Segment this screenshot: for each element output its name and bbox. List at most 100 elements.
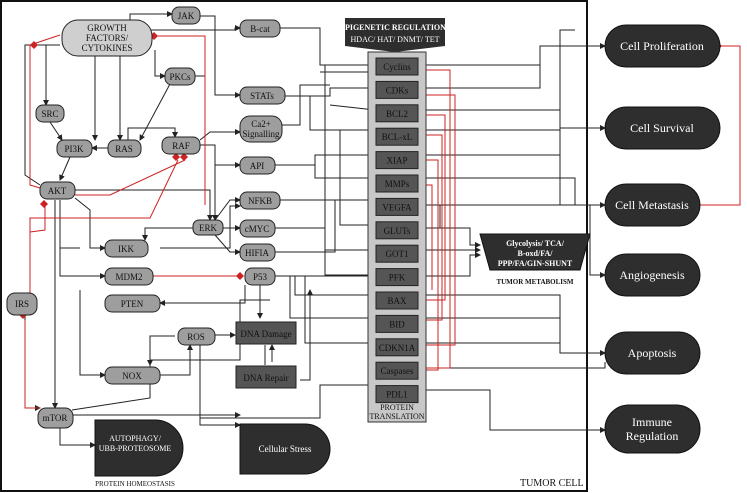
ikk-node [104, 239, 149, 258]
target-box-gluts [375, 221, 419, 240]
ras-node [107, 139, 142, 158]
akt-label: AKT [48, 186, 67, 196]
metabolism-line3: PPP/FA/GIN-SHUNT [498, 259, 573, 268]
metabolism-line1: Glycolysis/ TCA/ [506, 239, 565, 248]
epigenetic-title: EPIGENETIC REGULATIONS [340, 23, 451, 32]
pi3k-node [56, 139, 93, 158]
cmyc-label: cMYC [245, 224, 270, 234]
target-label: CDKs [386, 85, 409, 95]
target-label: MMPs [385, 179, 410, 189]
target-box-pdl1 [375, 385, 419, 404]
ap1-node [239, 156, 276, 175]
inhibition-diamond [180, 153, 188, 161]
calcium-line2: Signalling [242, 129, 280, 139]
target-label: GLUTs [384, 226, 411, 236]
src-label: SRC [41, 109, 58, 119]
inhibition-diamond [40, 200, 48, 208]
cell-proliferation-label: Cell Proliferation [620, 39, 704, 53]
cellular-stress-node [239, 423, 331, 475]
bcat-label: B-cat [250, 24, 270, 34]
calcium-line1: Ca2+ [251, 119, 271, 129]
autophagy-node [94, 419, 184, 477]
target-label: Caspases [381, 366, 414, 376]
target-label: BCL-xL [382, 132, 413, 142]
hif1a-node [239, 243, 276, 262]
target-box-cdkn1a [375, 338, 419, 357]
target-label: GOT1 [386, 249, 409, 259]
bcat-node [239, 19, 281, 38]
ras-label: RAS [115, 144, 133, 154]
dna-damage-node [235, 321, 297, 345]
target-label: XIAP [386, 156, 407, 166]
tumor-cell-label: TUMOR CELL [520, 478, 584, 489]
target-label: BCL2 [386, 109, 408, 119]
target-box-got1 [375, 244, 419, 263]
protein-homeostasis-caption: PROTEIN HOMEOSTASIS [95, 480, 175, 488]
mdm2-label: MDM2 [115, 272, 142, 282]
nox-node [104, 366, 161, 385]
mtor-node [37, 407, 74, 429]
target-box-cdks [375, 80, 419, 99]
cell-metastasis-label: Cell Metastasis [615, 198, 689, 212]
target-box-xiap [375, 151, 419, 170]
target-label: PDL1 [386, 390, 408, 400]
p53-label: P53 [253, 272, 268, 282]
target-label: BAX [387, 296, 407, 306]
nfkb-node [239, 191, 281, 210]
cell-survival-label: Cell Survival [630, 121, 694, 135]
cell-metastasis-node [604, 183, 701, 227]
immune-line1: Immune [632, 415, 672, 429]
irs-label: IRS [15, 299, 29, 309]
calcium-signalling-node [239, 115, 283, 143]
erk-node [192, 219, 224, 236]
target-box-mmps [375, 174, 419, 193]
target-label: VEGFA [382, 202, 412, 212]
growth-factors-line3: CYTOKINES [82, 43, 133, 53]
jak-label: JAK [178, 11, 195, 21]
cellular-stress-label: Cellular Stress [259, 444, 312, 454]
epigenetic-banner [345, 18, 445, 52]
stats-node [239, 86, 286, 105]
inhibition-diamond [30, 41, 38, 49]
stats-label: STATs [250, 91, 274, 101]
target-box-caspases [375, 361, 419, 380]
ros-node [177, 327, 216, 346]
dna-damage-label: DNA Damage [240, 329, 291, 339]
cmyc-node [239, 219, 276, 238]
autophagy-line2: UBB-PROTEOSOME [99, 444, 172, 453]
translation-label-line1: PROTEIN [380, 403, 414, 412]
angiogenesis-node [604, 253, 701, 297]
mdm2-node [104, 267, 154, 286]
tumor-metabolism-caption: TUMOR METABOLISM [496, 278, 573, 286]
ros-label: ROS [187, 332, 205, 342]
growth-factors-line2: FACTORS/ [86, 33, 129, 43]
immune-line2: Regulation [626, 429, 679, 443]
cell-proliferation-node [604, 24, 721, 68]
pi3k-label: PI3K [64, 144, 84, 154]
raf-node [161, 136, 201, 155]
cell-survival-node [604, 106, 721, 150]
pten-label: PTEN [121, 299, 144, 309]
target-box-pfk [375, 268, 419, 287]
src-node [35, 104, 65, 123]
target-label: BID [389, 319, 405, 329]
tumor-metabolism-node [479, 233, 591, 271]
target-label: CDKN1A [379, 343, 416, 353]
autophagy-line1: AUTOPHAGY/ [109, 434, 162, 443]
target-box-vegfa [375, 197, 419, 216]
irs-node [6, 292, 38, 316]
inhibition-diamond [236, 272, 244, 280]
nfkb-label: NFKB [248, 196, 272, 206]
apoptosis-node [604, 331, 701, 375]
translation-label-line2: TRANSLATION [369, 412, 424, 421]
target-genes: CyclinsCDKsBCL2BCL-xLXIAPMMPsVEGFAGLUTsG… [375, 57, 419, 404]
erk-label: ERK [199, 223, 218, 233]
dna-repair-label: DNA Repair [243, 373, 288, 383]
ap1-label: API [250, 161, 265, 171]
target-label: PFK [389, 273, 406, 283]
inhibition-wires [24, 34, 741, 409]
raf-label: RAF [172, 141, 190, 151]
p53-node [244, 267, 276, 286]
activation-wires [24, 11, 741, 448]
